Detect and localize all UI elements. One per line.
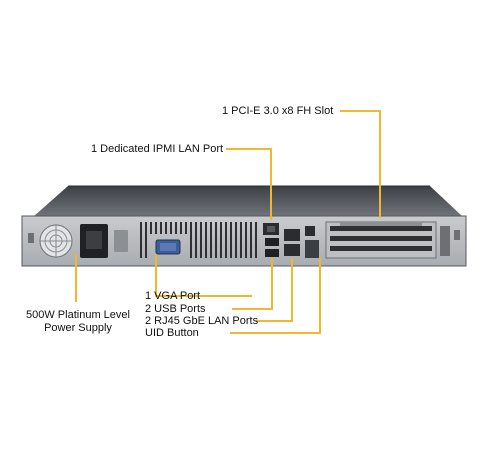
rear-handle (440, 226, 450, 256)
uid-leader (230, 258, 321, 334)
ipmi-lan-label: 1 Dedicated IPMI LAN Port (91, 143, 224, 155)
rear-io-block (305, 240, 319, 258)
rj45-port-bottom (284, 244, 300, 256)
vga-label: 1 VGA Port (145, 290, 201, 302)
usb-port-top (265, 238, 279, 246)
vent-grid (140, 222, 257, 258)
rear-screw (454, 230, 460, 240)
psu-label-line1: 500W Platinum Level (26, 309, 130, 321)
pcie-slot-cover (340, 222, 422, 226)
usb-leader (232, 258, 273, 310)
vga-port-inner (160, 243, 176, 251)
usb-port-bottom (265, 249, 279, 257)
leader-lines (75, 110, 381, 334)
psu-label: 500W Platinum Level Power Supply (26, 309, 130, 335)
vga-leader (155, 254, 252, 297)
uid-button (305, 226, 315, 236)
usb-label: 2 USB Ports (145, 303, 206, 315)
psu-handle (114, 230, 128, 252)
rj45-port-top (284, 229, 300, 241)
psu-fan (39, 224, 73, 258)
rj45-leader (256, 258, 293, 322)
pcie-slot-vents (330, 226, 432, 251)
psu-label-line2: Power Supply (44, 322, 112, 334)
pcie-leader (340, 110, 381, 218)
chassis-top (34, 186, 462, 216)
rj45-label: 2 RJ45 GbE LAN Ports (145, 315, 259, 327)
psu-screw (28, 233, 34, 243)
ipmi-leader (226, 148, 272, 220)
power-inlet-socket (86, 231, 102, 249)
pcie-slot-label: 1 PCI-E 3.0 x8 FH Slot (222, 105, 334, 117)
uid-label: UID Button (145, 327, 199, 339)
ipmi-lan-port-inner (267, 226, 275, 232)
